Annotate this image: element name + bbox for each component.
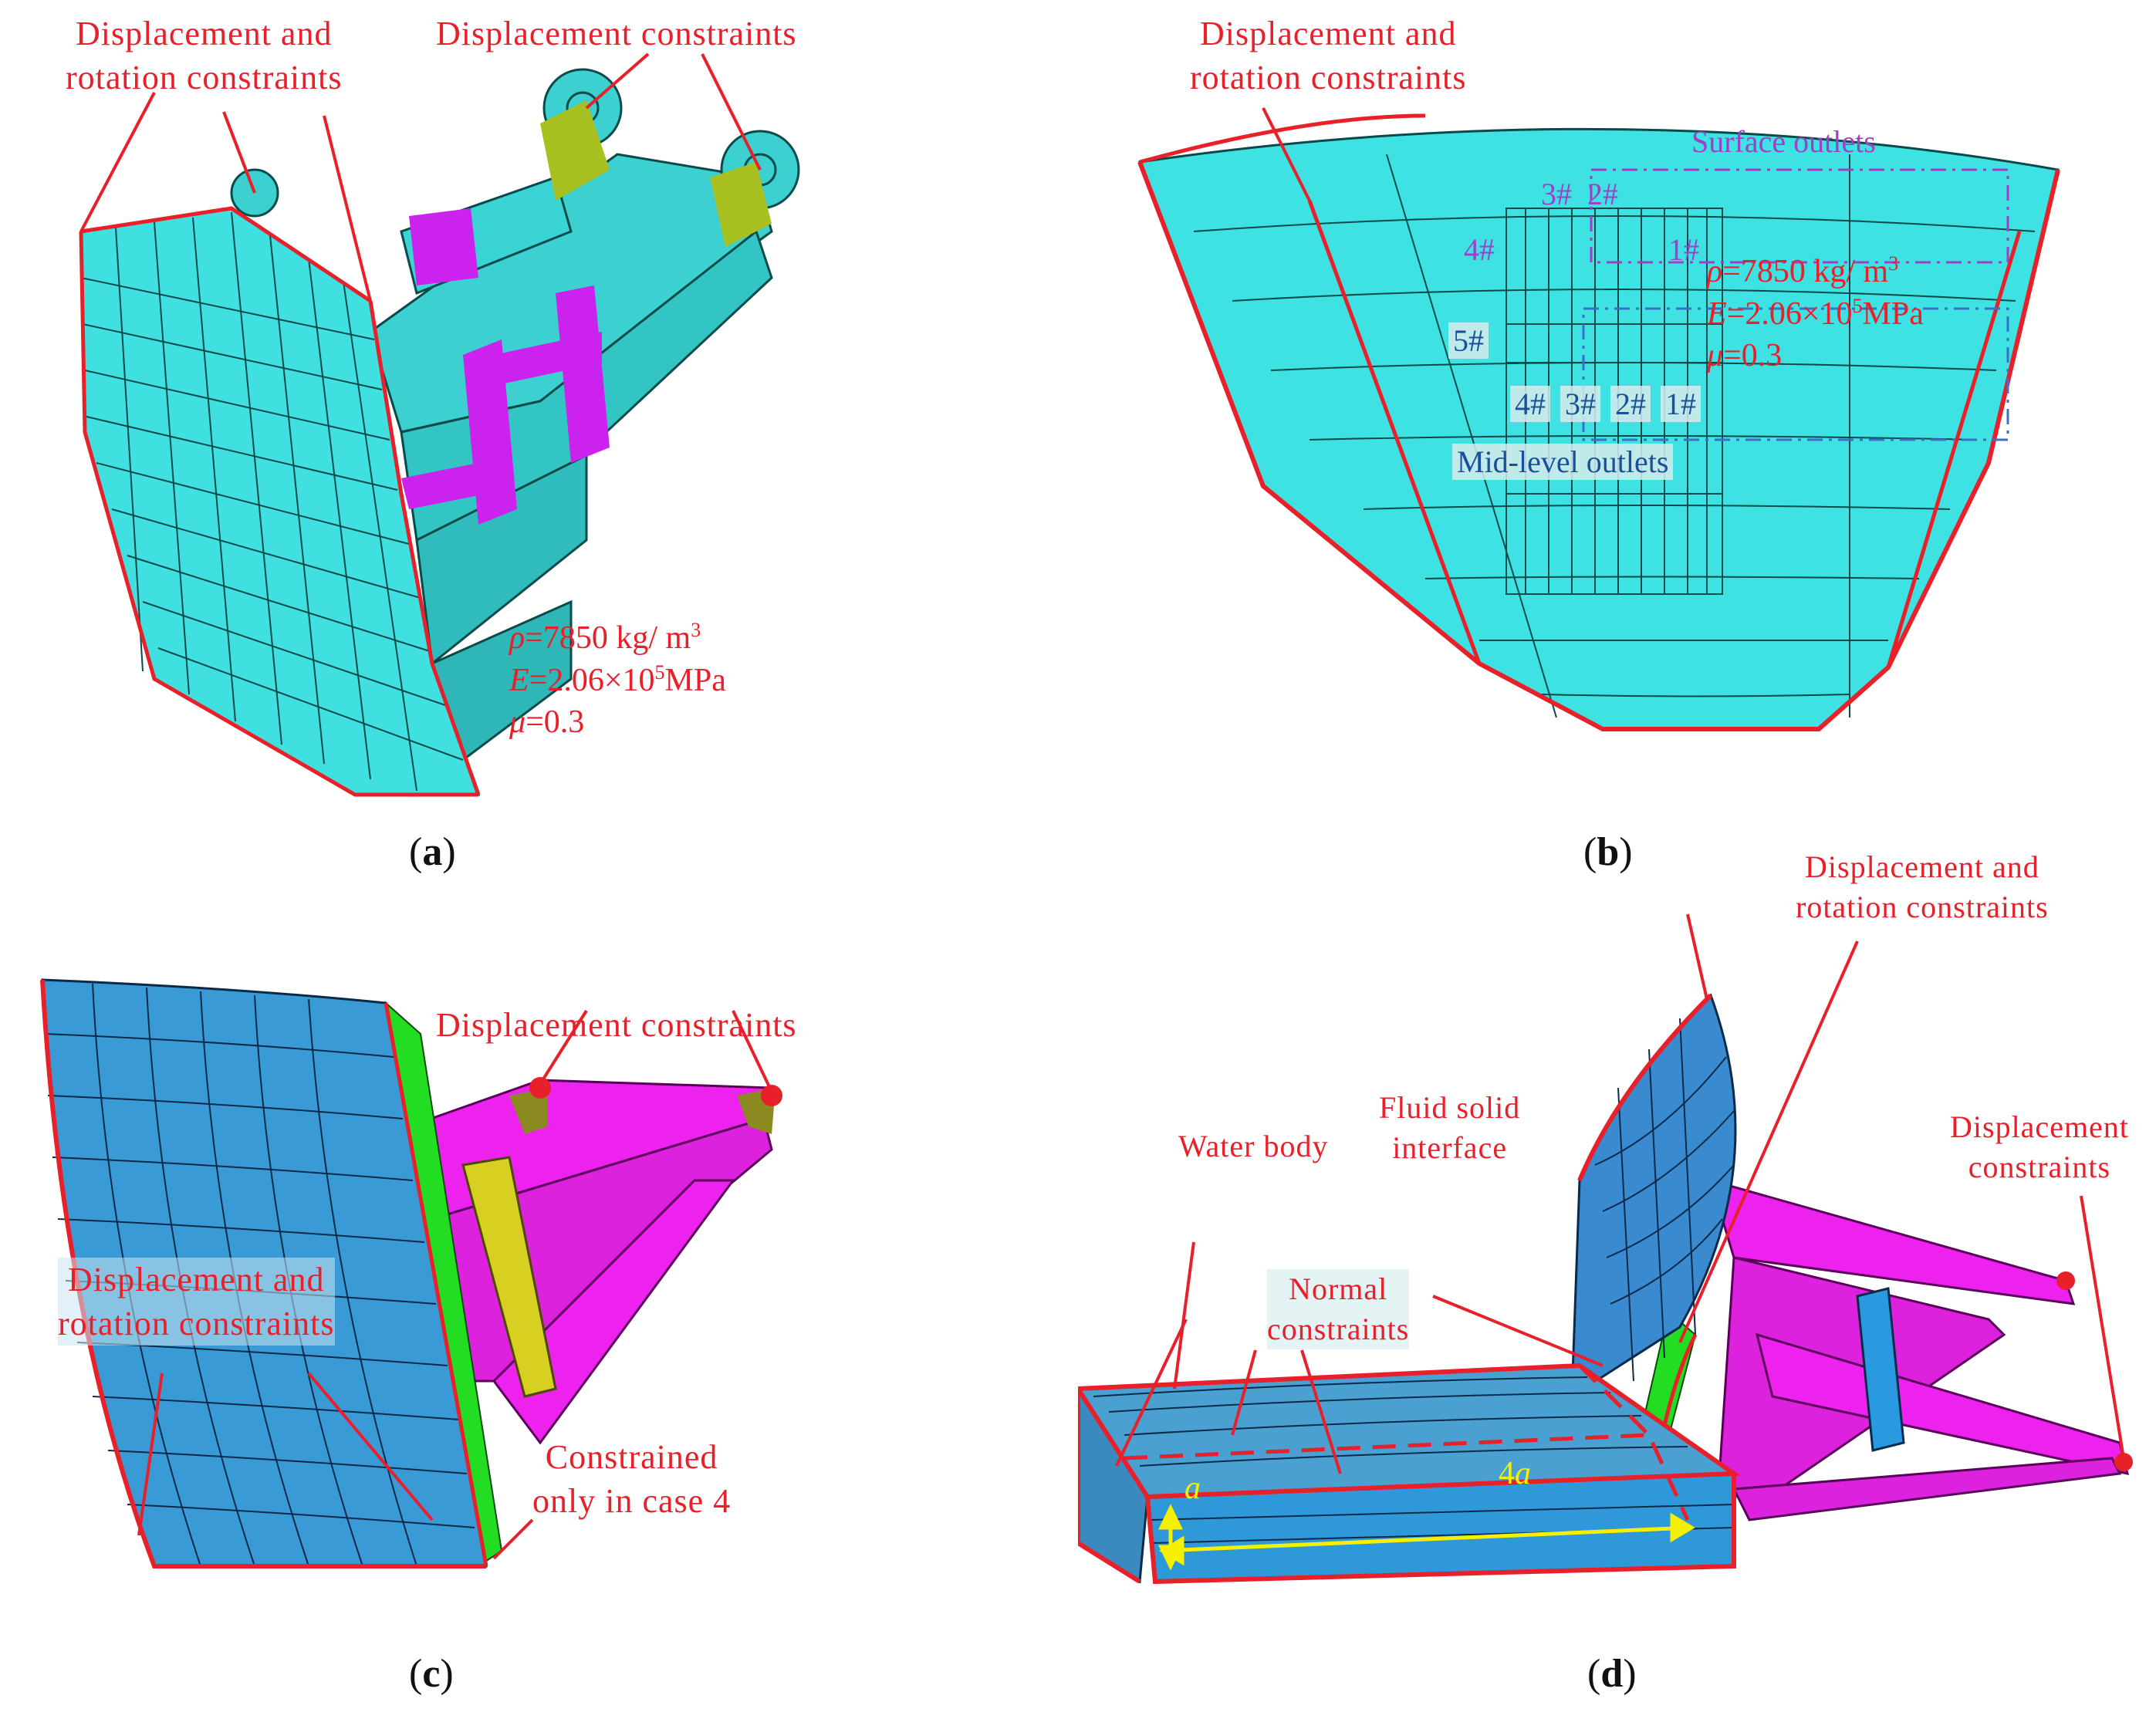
mid-outlet-1: 1# [1661,386,1701,422]
leader-lines-d [1115,913,2125,1474]
material-properties-a: ρ=7850 kg/ m3 E=2.06×105MPa μ=0.3 [509,619,726,740]
mid-outlet-2: 2# [1610,386,1651,422]
mid-outlet-5: 5# [1448,322,1489,359]
surface-outlet-1: 1# [1668,232,1699,267]
skin-plate-a [79,206,481,797]
magenta-braces [401,208,610,525]
mid-outlet-4: 4# [1510,386,1550,422]
caption-b: (b) [1583,830,1633,874]
magenta-arms-c [407,1079,773,1445]
dimension-4a: 4a [1499,1456,1531,1491]
hinge-c [509,1077,782,1134]
label-water-body: Water body [1178,1129,1329,1163]
gate-model-a [79,52,800,797]
surface-outlet-4: 4# [1464,232,1495,267]
gate-model-b [1137,107,2060,731]
skin-plate-d [1570,993,1737,1513]
dimension-lines [1158,1504,1695,1571]
label-surface-outlets: Surface outlets [1691,124,1876,159]
material-properties-b: ρ=7850 kg/ m3 E=2.06×105MPa μ=0.3 [1707,252,1924,373]
panel-c: Displacement constraints Displacement an… [0,856,1078,1712]
water-body [1078,1363,1742,1585]
surface-outlets-box [1590,168,2009,264]
surface-outlet-3: 3# [1541,177,1572,211]
magenta-arms-d [1708,1178,2133,1521]
caption-c: (c) [409,1652,454,1696]
gate-model-d [1078,913,2133,1585]
caption-d: (d) [1587,1652,1637,1696]
leader-lines-a [79,52,762,302]
mid-outlet-3: 3# [1560,386,1600,422]
label-mid-level-outlets: Mid-level outlets [1452,444,1674,480]
leader-lines-c [137,1009,773,1560]
surface-outlet-2: 2# [1587,177,1618,211]
label-displacement-constraints: Displacement constraints [436,15,797,52]
leader-line-b [1262,107,1311,201]
dimension-a: a [1184,1471,1201,1506]
caption-a: (a) [409,830,456,874]
hinge-a [230,68,800,247]
label-displacement-constraints-c: Displacement constraints [436,1006,797,1044]
